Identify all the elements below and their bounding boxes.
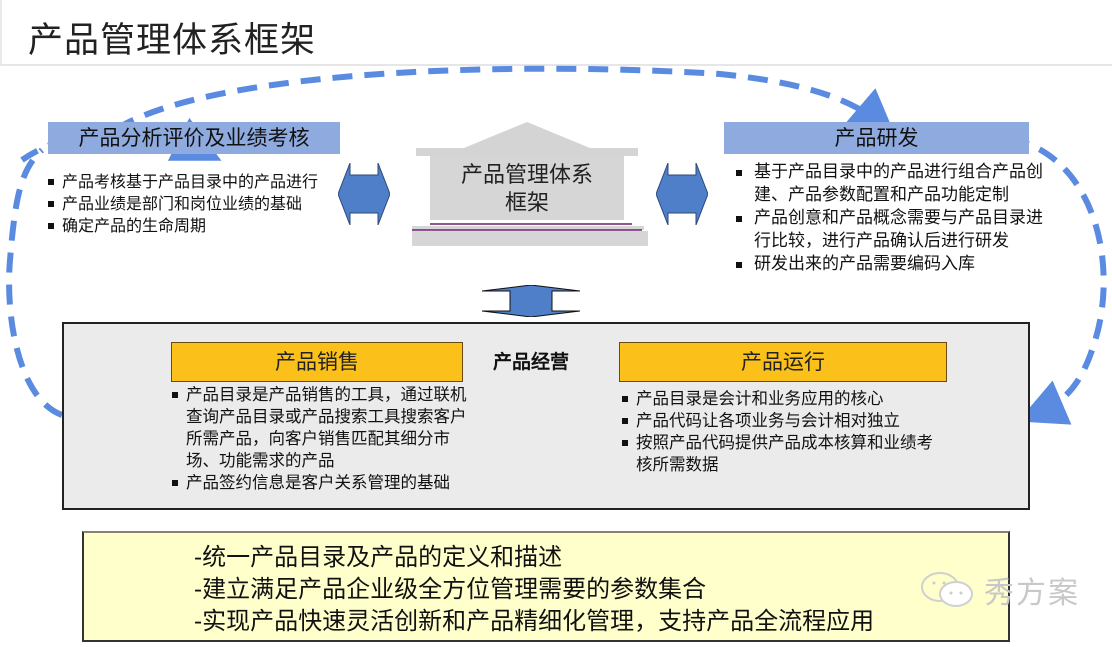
analysis-bullet: 产品业绩是部门和岗位业绩的基础 (46, 193, 356, 215)
running-bullet: 按照产品代码提供产品成本核算和业绩考核所需数据 (620, 432, 935, 476)
sales-header: 产品销售 (171, 342, 463, 382)
analysis-bullet: 产品考核基于产品目录中的产品进行 (46, 171, 356, 193)
running-bullet-list: 产品目录是会计和业务应用的核心 产品代码让各项业务与会计相对独立 按照产品代码提… (620, 388, 935, 476)
rnd-bullet: 产品创意和产品概念需要与产品目录进行比较，进行产品确认后进行研发 (732, 207, 1052, 253)
watermark: 秀方案 (920, 568, 1080, 612)
goals-panel: -统一产品目录及产品的定义和描述 -建立满足产品企业级全方位管理需要的参数集合 … (82, 531, 1010, 642)
sales-bullet: 产品目录是产品销售的工具，通过联机查询产品目录或产品搜索工具搜索客户所需产品，向… (170, 384, 470, 472)
analysis-bullet-list: 产品考核基于产品目录中的产品进行 产品业绩是部门和岗位业绩的基础 确定产品的生命… (46, 171, 356, 237)
center-framework-label: 产品管理体系 框架 (406, 162, 648, 218)
title-bar: 产品管理体系框架 (0, 0, 1112, 66)
operations-title: 产品经营 (493, 351, 570, 373)
sales-bullet-list: 产品目录是产品销售的工具，通过联机查询产品目录或产品搜索工具搜索客户所需产品，向… (170, 384, 470, 494)
rnd-bullet-list: 基于产品目录中的产品进行组合产品创建、产品参数配置和产品功能定制 产品创意和产品… (732, 161, 1052, 276)
center-label-line1: 产品管理体系 (460, 163, 593, 188)
rnd-header: 产品研发 (724, 122, 1029, 154)
watermark-text: 秀方案 (984, 576, 1080, 611)
double-arrow-vertical-icon (482, 285, 580, 317)
rnd-bullet: 基于产品目录中的产品进行组合产品创建、产品参数配置和产品功能定制 (732, 161, 1052, 207)
temple-icon (412, 122, 648, 246)
goal-line: -实现产品快速灵活创新和产品精细化管理，支持产品全流程应用 (194, 607, 875, 635)
goal-line: -统一产品目录及产品的定义和描述 (194, 543, 563, 571)
double-arrow-right-icon (656, 163, 708, 225)
rnd-bullet: 研发出来的产品需要编码入库 (732, 253, 1052, 276)
running-bullet: 产品目录是会计和业务应用的核心 (620, 388, 935, 410)
running-bullet: 产品代码让各项业务与会计相对独立 (620, 410, 935, 432)
double-arrow-left-icon (338, 163, 390, 225)
page-title: 产品管理体系框架 (28, 21, 317, 61)
goal-line: -建立满足产品企业级全方位管理需要的参数集合 (194, 575, 707, 603)
center-label-line2: 框架 (504, 191, 549, 216)
wechat-icon (921, 572, 973, 607)
analysis-bullet: 确定产品的生命周期 (46, 215, 356, 237)
running-header: 产品运行 (619, 342, 947, 382)
analysis-header: 产品分析评价及业绩考核 (48, 122, 340, 154)
sales-bullet: 产品签约信息是客户关系管理的基础 (170, 472, 470, 494)
